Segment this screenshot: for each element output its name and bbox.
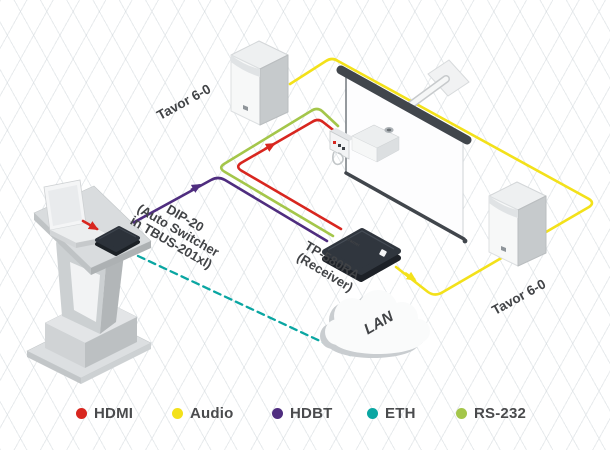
hdmi-arrow-icon <box>264 142 276 152</box>
legend-item-audio: Audio <box>172 403 234 423</box>
audio-arrow-icon <box>404 271 417 282</box>
hdbt-dot-icon <box>272 407 283 419</box>
legend-label: RS-232 <box>474 404 527 422</box>
screen-bottom-bar <box>344 171 466 241</box>
legend-item-hdmi: HDMI <box>76 403 133 423</box>
audio-cable <box>288 57 594 296</box>
speaker-right-label: Tavor 6-0 <box>489 276 548 318</box>
hdbt-cable <box>118 176 329 243</box>
legend-item-hdbt: HDBT <box>272 403 332 423</box>
speaker-logo-icon <box>243 105 248 111</box>
port-dark-2 <box>342 147 345 150</box>
speaker-left <box>230 40 289 126</box>
legend: HDMI Audio HDBT ETH RS-232 <box>0 0 610 422</box>
podium <box>26 185 152 384</box>
port-red <box>333 141 336 144</box>
port-dark-1 <box>338 144 341 147</box>
legend-label: Audio <box>190 404 234 422</box>
podium-front-panel <box>70 262 100 322</box>
rs232-cable <box>219 107 340 238</box>
hdmi-cable-to-projector <box>236 118 343 231</box>
legend-item-rs232: RS-232 <box>456 403 526 423</box>
legend-label: ETH <box>385 404 416 422</box>
projector <box>351 124 400 163</box>
projection-screen <box>336 65 472 244</box>
switcher-device <box>95 226 140 256</box>
screen-top-roller <box>336 65 472 145</box>
lan-cloud: LAN <box>320 290 430 358</box>
hdmi-laptop-arrow <box>81 219 99 231</box>
hdbt-arrow-icon <box>190 183 202 193</box>
legend-item-eth: ETH <box>367 403 416 423</box>
receiver-device: Kramer <box>322 228 401 282</box>
eth-cable <box>136 254 352 357</box>
hdmi-dot-icon <box>76 407 87 419</box>
hanging-cable <box>332 151 344 166</box>
speaker-right <box>488 181 547 267</box>
legend-label: HDMI <box>94 404 134 422</box>
legend-label: HDBT <box>290 404 333 422</box>
projector-mount-box <box>329 128 355 166</box>
speaker-left-label: Tavor 6-0 <box>154 81 213 123</box>
k-logo-icon <box>379 249 387 257</box>
rs232-dot-icon <box>456 407 467 419</box>
speaker-logo-icon <box>501 246 506 252</box>
eth-dot-icon <box>367 407 378 419</box>
audio-dot-icon <box>172 407 183 419</box>
